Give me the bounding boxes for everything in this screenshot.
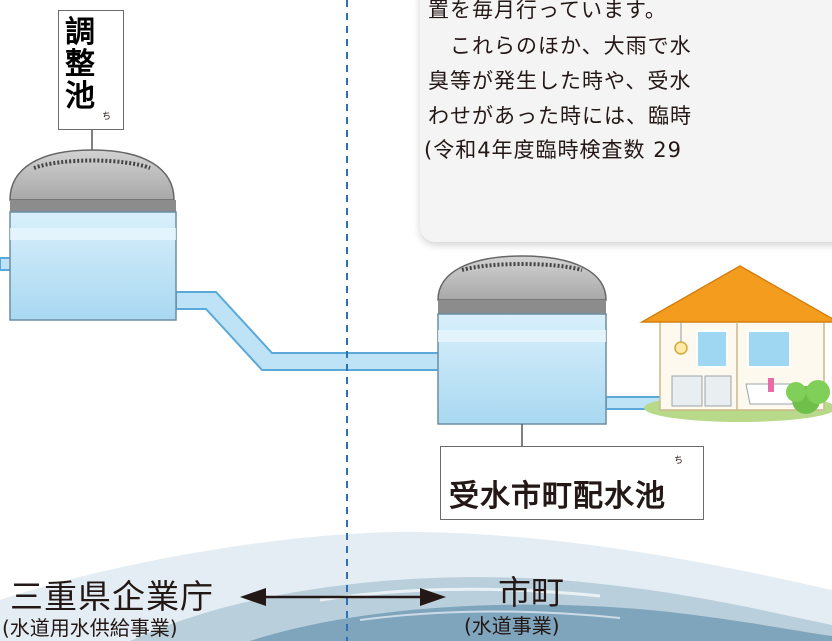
receiving-reservoir-title: 受水市町配水池 (449, 479, 666, 514)
responsibility-arrow (240, 588, 446, 606)
adjustment-pond-tank (9, 128, 177, 321)
right-organization-subtitle: (水道事業) (464, 614, 560, 638)
adjustment-pond-ruby: ち (102, 112, 112, 122)
callout-line-2: これらのほか、大雨で水 (450, 34, 692, 58)
adjustment-pond-char-1: 調 (65, 15, 95, 50)
callout-line-4: わせがあった時には、臨時 (428, 104, 692, 128)
callout-panel (420, 0, 832, 242)
left-organization-subtitle: (水道用水供給事業) (2, 616, 178, 640)
receiving-reservoir-tank (437, 255, 607, 446)
receiving-reservoir-ruby: ち (674, 456, 684, 466)
adjustment-pond-label: 調 整 池 ち (58, 10, 124, 130)
callout-line-5: (令和4年度臨時検査数 29 (424, 138, 682, 162)
adjustment-pond-char-2: 整 (65, 47, 95, 82)
adjustment-pond-char-3: 池 (65, 79, 95, 114)
water-surface-background (0, 531, 832, 641)
right-organization-title: 市町 (498, 573, 564, 612)
receiving-reservoir-label: ち 受水市町配水池 (440, 446, 704, 520)
callout-line-3: 臭等が発生した時や、受水 (428, 69, 692, 93)
callout-line-1: 置を毎月行っています。 (428, 0, 667, 22)
left-organization-title: 三重県企業庁 (10, 577, 214, 616)
house-illustration (639, 265, 832, 422)
